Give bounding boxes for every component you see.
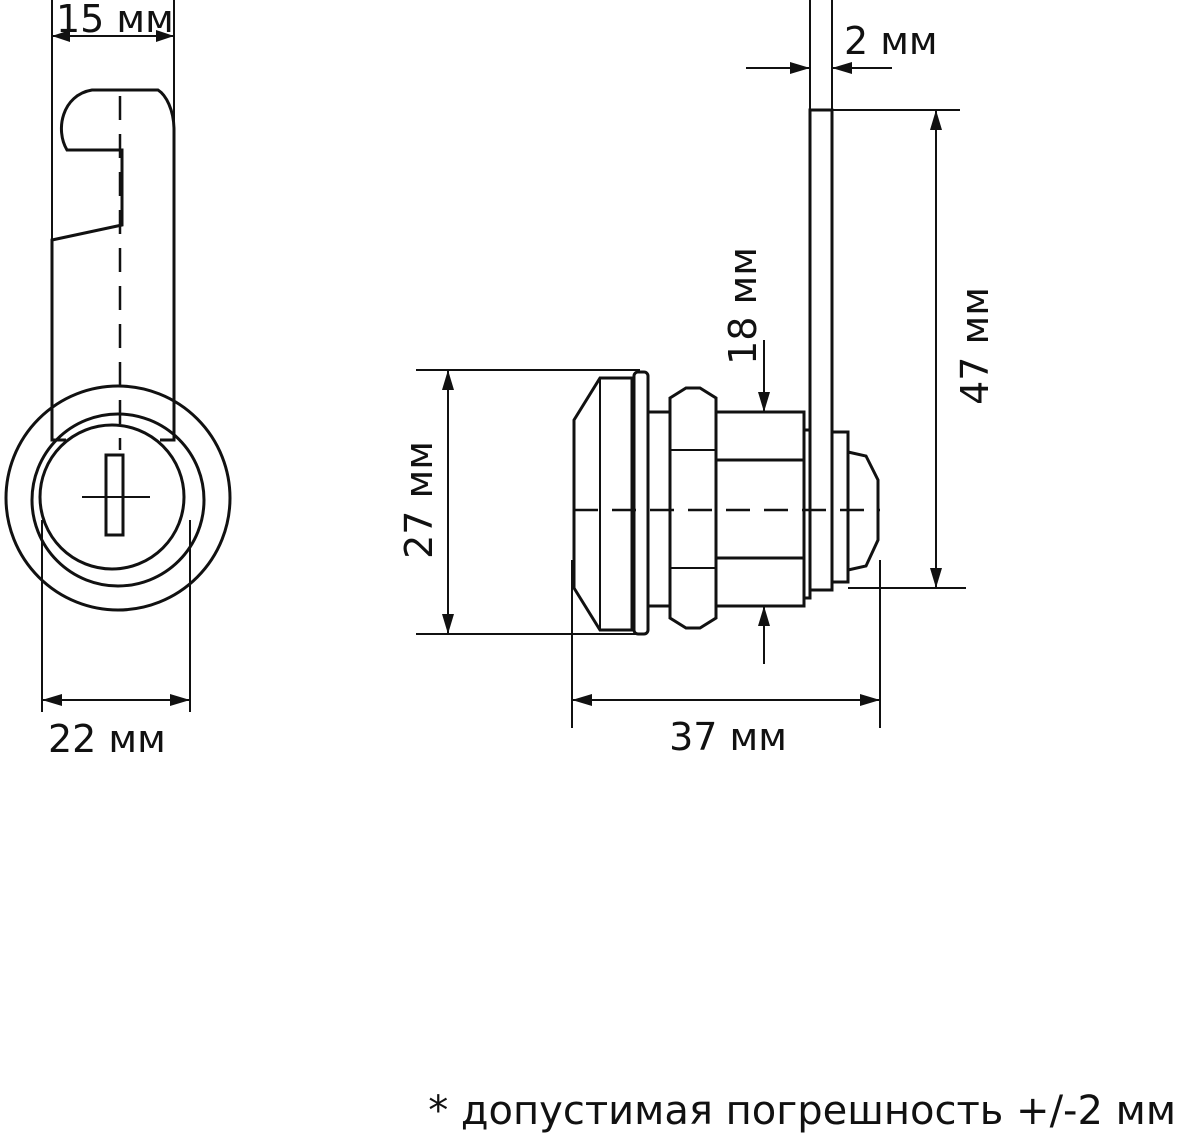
flange	[632, 370, 650, 636]
dim-cam-length: 47 мм	[953, 287, 997, 405]
front-view	[4, 0, 232, 712]
dim-face-diameter: 22 мм	[48, 717, 166, 761]
dim-flange-diameter: 27 мм	[397, 441, 441, 559]
outer-bezel	[4, 384, 232, 612]
dim-thread-diameter: 18 мм	[721, 247, 765, 365]
keyway-slot	[104, 453, 125, 537]
conical-face	[572, 376, 634, 632]
spindle	[830, 430, 850, 584]
tolerance-note: * допустимая погрешность +/-2 мм	[428, 1088, 1176, 1134]
dim-body-length: 37 мм	[669, 715, 787, 759]
side-view	[416, 0, 966, 728]
inner-bezel	[30, 412, 206, 588]
dim-cam-width: 15 мм	[56, 0, 174, 41]
key-cylinder	[38, 423, 186, 571]
dim-cam-thickness: 2 мм	[844, 19, 938, 63]
cam-plate	[808, 108, 834, 592]
hex-nut	[668, 386, 718, 630]
cam-outline	[50, 88, 176, 442]
